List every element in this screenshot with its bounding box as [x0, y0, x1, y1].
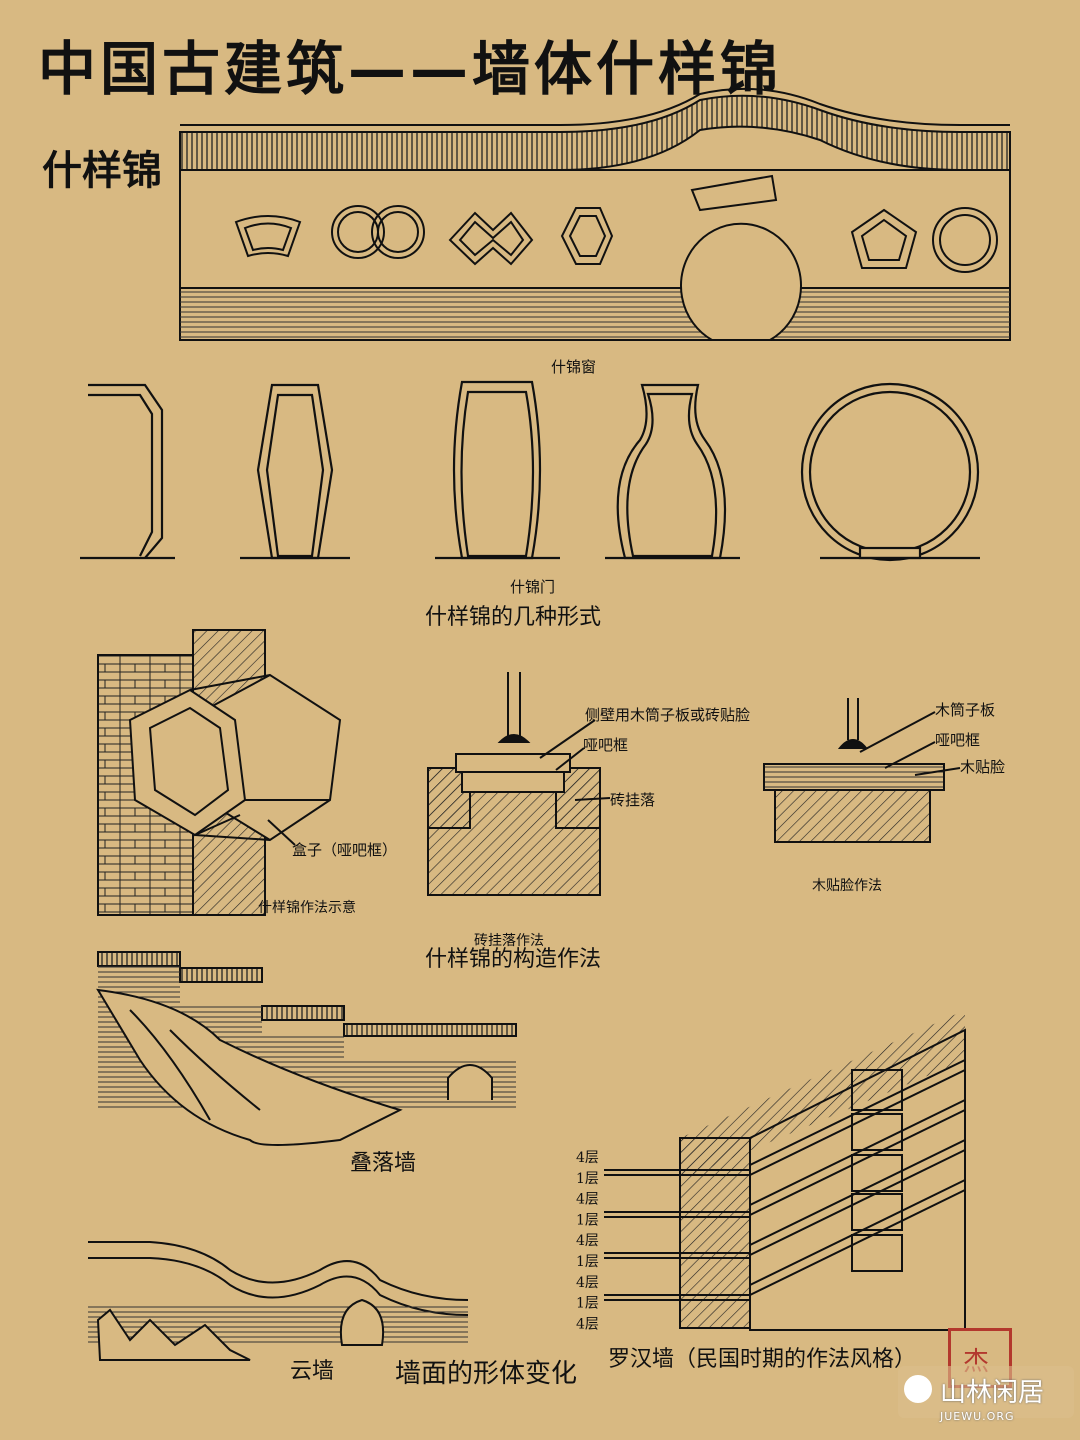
luohan-wall-drawing — [604, 1010, 966, 1331]
shijin-window-wall — [179, 87, 1011, 341]
layer-label: 4层 — [576, 1275, 599, 1291]
callout-brick-label: 砖挂落 — [610, 791, 655, 809]
brand-url: JUEWU.ORG — [940, 1410, 1015, 1423]
wood-face-detail — [763, 698, 961, 843]
layer-label: 4层 — [576, 1150, 599, 1166]
callout-frame2-label: 哑吧框 — [935, 731, 980, 749]
wall-form-caption: 墙面的形体变化 — [395, 1359, 577, 1389]
forms-caption: 什样锦的几种形式 — [425, 605, 601, 630]
brand-name: 山林闲居 — [940, 1378, 1045, 1408]
layer-label: 4层 — [576, 1192, 599, 1208]
box-label: 盒子（哑吧框） — [292, 841, 397, 859]
method-schematic-label: 什样锦作法示意 — [258, 899, 356, 916]
brick-method-label: 砖挂落作法 — [474, 933, 544, 949]
layer-label: 4层 — [576, 1316, 599, 1332]
callout-side-label: 侧壁用木筒子板或砖贴脸 — [585, 706, 750, 724]
wood-method-label: 木贴脸作法 — [812, 878, 882, 894]
stepped-wall-label: 叠落墙 — [350, 1151, 416, 1176]
page-title: 中国古建筑——墙体什样锦 — [38, 35, 783, 103]
brick-hanging-detail — [427, 672, 611, 896]
window-label: 什锦窗 — [551, 358, 596, 376]
stepped-wall-drawing — [96, 951, 517, 1146]
cloud-wall-drawing — [88, 1241, 469, 1361]
callout-wood-face-label: 木贴脸 — [960, 758, 1005, 776]
layer-label: 1层 — [576, 1212, 599, 1228]
callout-wood-board-label: 木筒子板 — [935, 701, 995, 719]
shijin-doors — [80, 380, 980, 562]
cloud-wall-label: 云墙 — [290, 1359, 334, 1384]
layer-label: 4层 — [576, 1233, 599, 1249]
layer-label: 1层 — [576, 1254, 599, 1270]
layer-label: 1层 — [576, 1296, 599, 1312]
callout-frame1-label: 哑吧框 — [583, 736, 628, 754]
construction-caption: 什样锦的构造作法 — [425, 947, 601, 972]
hexagon-box-drawing — [97, 629, 342, 916]
door-label: 什锦门 — [510, 578, 555, 596]
wechat-icon — [904, 1375, 932, 1403]
section-title: 什样锦 — [42, 148, 162, 194]
layer-labels: 4层 1层 4层 1层 4层 1层 4层 1层 4层 — [576, 1150, 599, 1332]
luohan-wall-label: 罗汉墙（民国时期的作法风格） — [608, 1347, 916, 1372]
layer-label: 1层 — [576, 1171, 599, 1187]
